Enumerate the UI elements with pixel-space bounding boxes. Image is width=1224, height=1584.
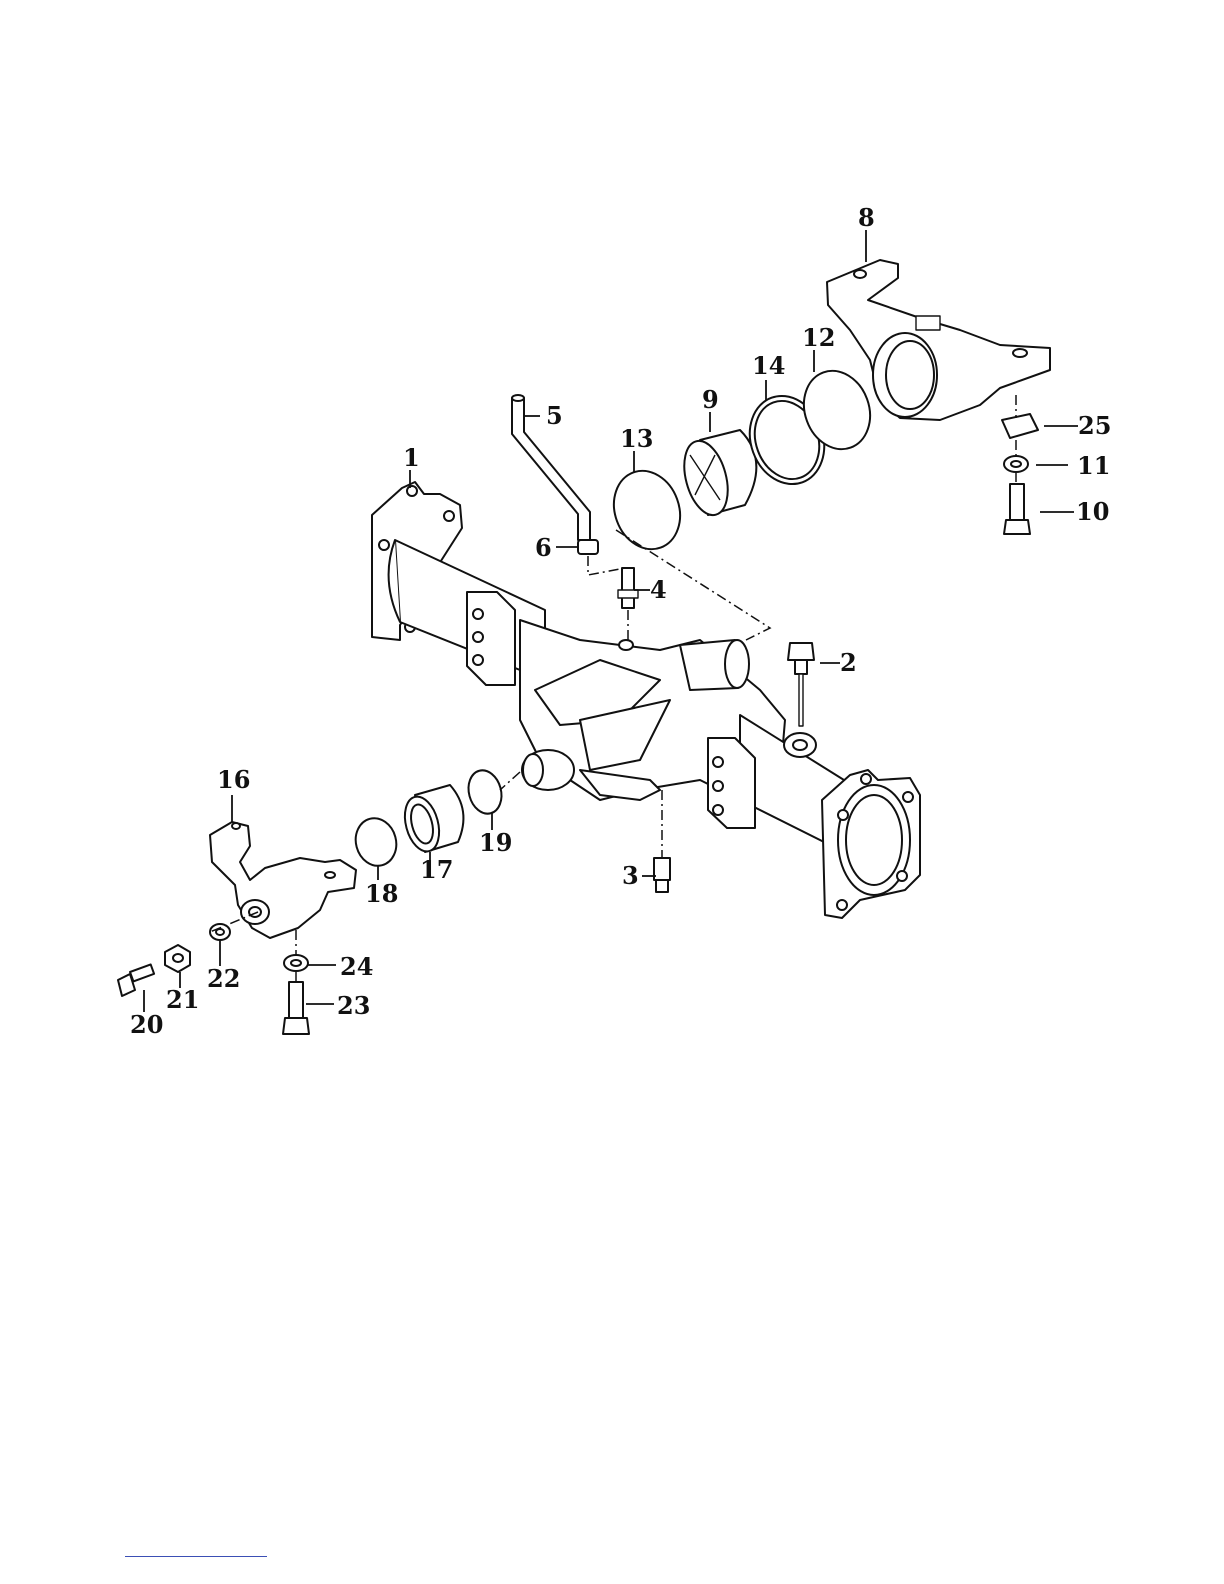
- callout-22: 22: [207, 964, 240, 993]
- o-ring-19: [464, 767, 506, 818]
- callout-4: 4: [650, 575, 667, 604]
- callout-8: 8: [858, 203, 875, 232]
- callout-6: 6: [535, 533, 552, 562]
- callout-11: 11: [1077, 451, 1110, 480]
- callout-13: 13: [620, 424, 653, 453]
- spring-washer-11: [1004, 456, 1028, 472]
- callout-12: 12: [802, 323, 835, 352]
- callout-10: 10: [1076, 497, 1109, 526]
- callout-3: 3: [622, 861, 639, 890]
- callout-16: 16: [217, 765, 250, 794]
- o-ring-13: [603, 461, 691, 558]
- callout-14: 14: [752, 351, 785, 380]
- bolt-10: [1004, 484, 1030, 534]
- dipstick-plug: [788, 643, 814, 726]
- footer-rule: [125, 1556, 267, 1557]
- callout-24: 24: [340, 952, 373, 981]
- nut-21: [165, 945, 190, 972]
- bolt-23: [283, 982, 309, 1034]
- rear-support-bracket: [210, 822, 356, 938]
- callout-19: 19: [479, 828, 512, 857]
- lock-tab-25: [1002, 414, 1038, 438]
- callout-25: 25: [1078, 411, 1111, 440]
- callout-23: 23: [337, 991, 370, 1020]
- washer-22: [210, 924, 230, 940]
- small-washer: [619, 640, 633, 650]
- callout-17: 17: [420, 855, 453, 884]
- breather-fitting: [618, 568, 638, 608]
- callout-9: 9: [702, 385, 719, 414]
- callout-18: 18: [365, 879, 398, 908]
- callout-20: 20: [130, 1010, 163, 1039]
- bolt-20: [118, 964, 154, 996]
- callout-21: 21: [166, 985, 199, 1014]
- cap-18: [350, 814, 401, 871]
- drain-plug: [654, 858, 670, 892]
- bushing-17: [399, 785, 463, 855]
- spring-washer-24: [284, 955, 308, 971]
- callout-1: 1: [403, 443, 420, 472]
- hose-clamp: [578, 540, 598, 554]
- callout-2: 2: [840, 648, 857, 677]
- callout-5: 5: [546, 401, 563, 430]
- bushing-9: [677, 430, 757, 520]
